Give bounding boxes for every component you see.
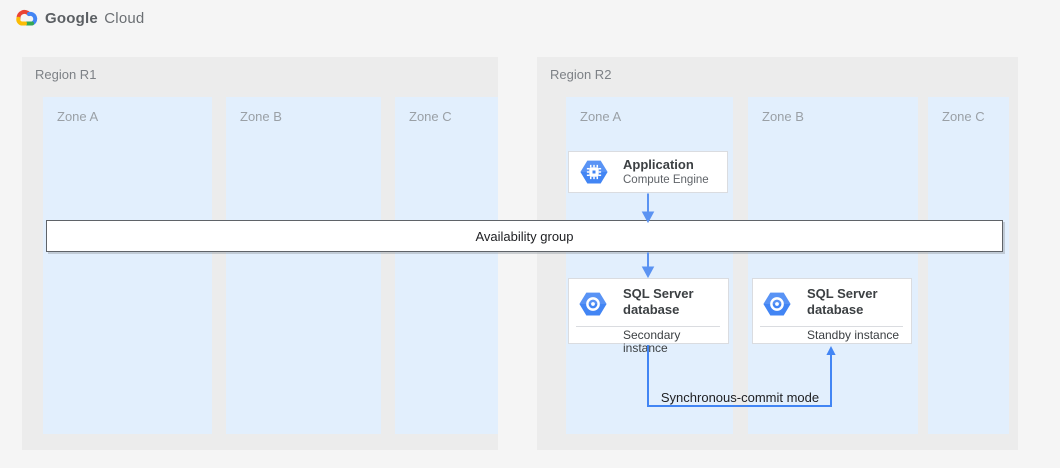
region-r2-label: Region R2 xyxy=(550,67,612,82)
region-r2-zone-b: Zone B xyxy=(748,97,918,434)
application-card: Application Compute Engine xyxy=(568,151,728,193)
region-r1-label: Region R1 xyxy=(35,67,97,82)
sql-secondary-card: SQL Server database Secondary instance xyxy=(568,278,729,355)
google-cloud-logo-icon xyxy=(16,9,38,26)
region-r2-zone-c: Zone C xyxy=(928,97,1009,434)
region-r2-zone-a: Zone A xyxy=(566,97,733,434)
logo-text-cloud: Cloud xyxy=(104,9,145,27)
sql-secondary-footer: Secondary instance xyxy=(623,328,681,355)
card-divider xyxy=(760,326,903,327)
bottom-strip xyxy=(0,468,1060,475)
cloud-sql-icon xyxy=(763,292,791,316)
compute-engine-icon xyxy=(580,160,608,184)
cloud-sql-icon xyxy=(579,292,607,316)
region-r1-zone-b: Zone B xyxy=(226,97,381,434)
availability-group-label: Availability group xyxy=(475,228,574,244)
region-r1: Region R1 Zone A Zone B Zone C xyxy=(22,57,498,450)
application-subtitle: Compute Engine xyxy=(623,174,709,186)
sql-standby-card: SQL Server database Standby instance xyxy=(752,278,912,344)
application-title: Application xyxy=(623,157,694,172)
zone-label: Zone B xyxy=(240,109,282,124)
sql-standby-title: SQL Server database xyxy=(807,286,878,317)
zone-label: Zone C xyxy=(409,109,452,124)
card-divider xyxy=(576,326,720,327)
zone-label: Zone C xyxy=(942,109,985,124)
sql-secondary-title: SQL Server database xyxy=(623,286,694,317)
region-r1-zone-a: Zone A xyxy=(43,97,212,434)
availability-group-banner: Availability group xyxy=(46,220,1003,252)
zone-label: Zone B xyxy=(762,109,804,124)
google-cloud-logo: Google Cloud xyxy=(13,8,144,28)
region-r1-zone-c: Zone C xyxy=(395,97,498,434)
logo-text-google: Google xyxy=(45,9,98,27)
zone-label: Zone A xyxy=(57,109,99,124)
zone-label: Zone A xyxy=(580,109,622,124)
logo-text: Google Cloud xyxy=(45,10,144,27)
sql-standby-footer: Standby instance xyxy=(807,328,900,342)
sync-commit-label: Synchronous-commit mode xyxy=(660,390,820,405)
